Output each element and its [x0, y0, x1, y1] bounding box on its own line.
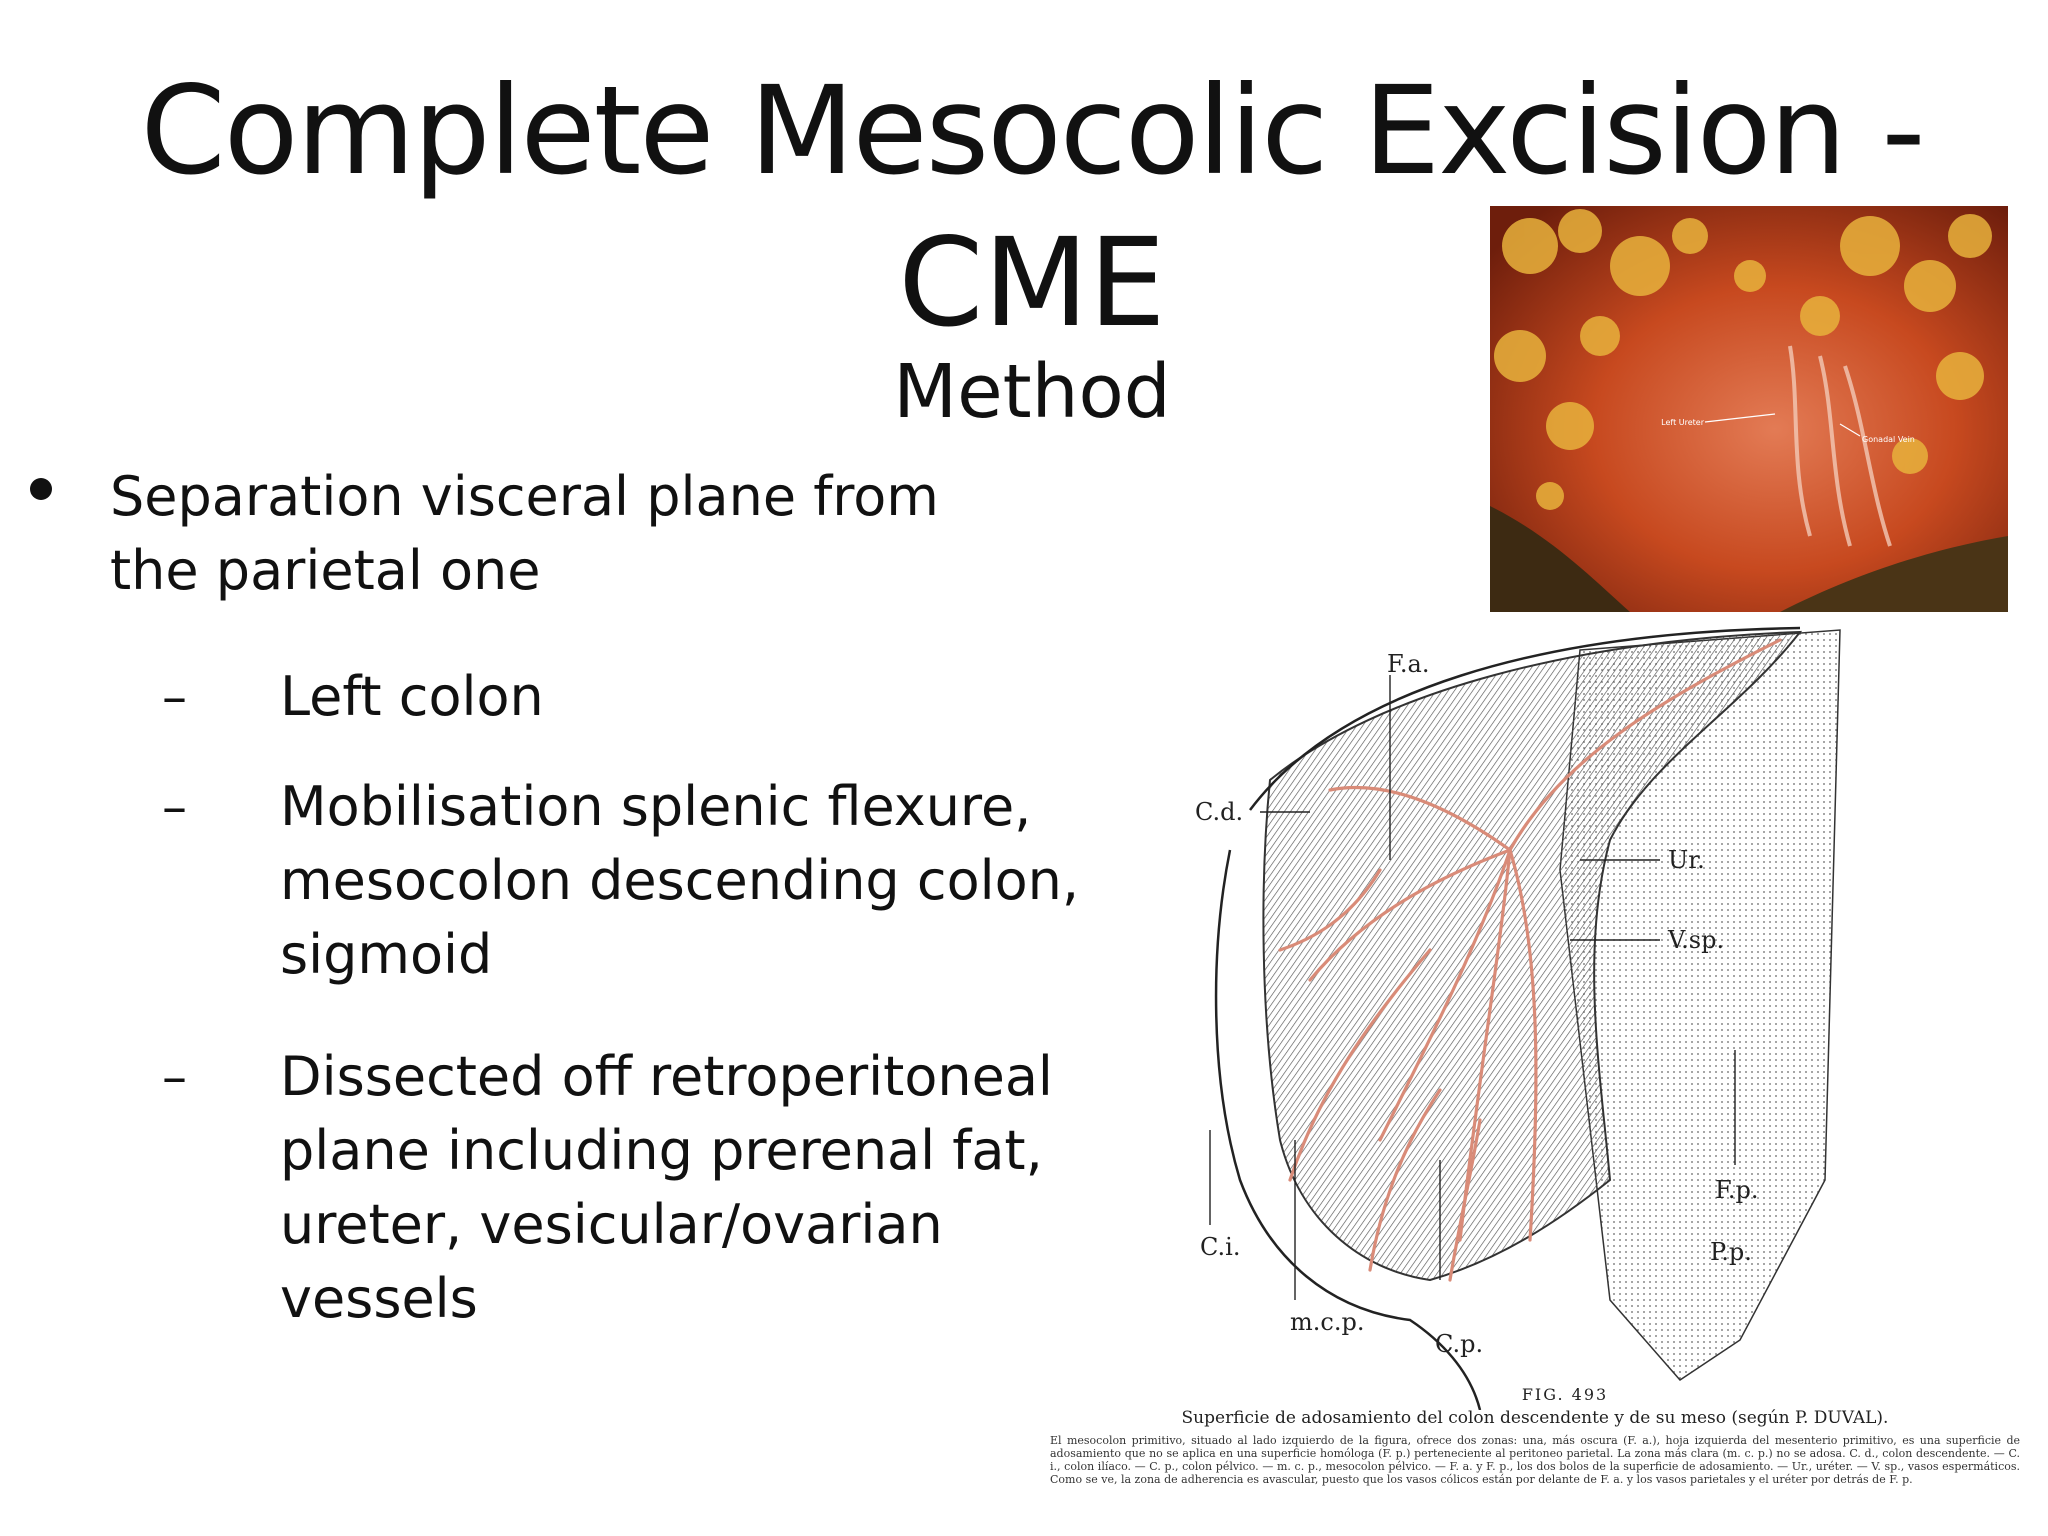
figure-caption-title: Superficie de adosamiento del colon desc… [1181, 1408, 1889, 1428]
figure-caption-body: El mesocolon primitivo, situado al lado … [1050, 1434, 2020, 1486]
sub-bullet-3: Dissected off retroperitoneal plane incl… [280, 1045, 1053, 1330]
photo-label-gonadal-vein: Gonadal Vein [1862, 435, 1915, 444]
main-bullet-text: Separation visceral plane from the parie… [110, 465, 939, 602]
fig-label-ur: Ur. [1668, 846, 1705, 874]
fig-label-cp: C.p. [1435, 1330, 1483, 1358]
figure-caption: FIG. 493 Superficie de adosamiento del c… [1050, 1385, 2020, 1486]
sub-bullet-dash-icon: – [162, 1048, 187, 1106]
surgical-photo: Left Ureter Gonadal Vein [1490, 206, 2008, 612]
anatomical-figure: F.a. C.d. Ur. V.sp. F.p. P.p. C.i. m.c.p… [1180, 620, 1990, 1411]
sub-bullet-2: Mobilisation splenic flexure, mesocolon … [280, 775, 1080, 986]
photo-label-left-ureter: Left Ureter [1661, 418, 1705, 427]
sub-bullet-dash-icon: – [162, 778, 187, 836]
slide-subtitle: Method [893, 349, 1171, 435]
sub-bullet-dash-icon: – [162, 668, 187, 726]
fig-label-vsp: V.sp. [1667, 926, 1724, 954]
figure-number: FIG. 493 [1521, 1385, 1609, 1404]
fig-label-fp: F.p. [1715, 1176, 1759, 1204]
fig-label-fa: F.a. [1387, 650, 1429, 678]
slide-title-line2: CME [898, 212, 1166, 354]
fig-label-pp: P.p. [1710, 1238, 1752, 1266]
fig-label-cd: C.d. [1195, 798, 1243, 826]
fig-label-ci: C.i. [1200, 1233, 1240, 1261]
sub-bullet-1: Left colon [280, 665, 544, 728]
fig-label-mcp: m.c.p. [1290, 1308, 1364, 1336]
slide-title-line1: Complete Mesocolic Excision - [140, 60, 1926, 202]
bullet-dot-icon [30, 478, 52, 500]
